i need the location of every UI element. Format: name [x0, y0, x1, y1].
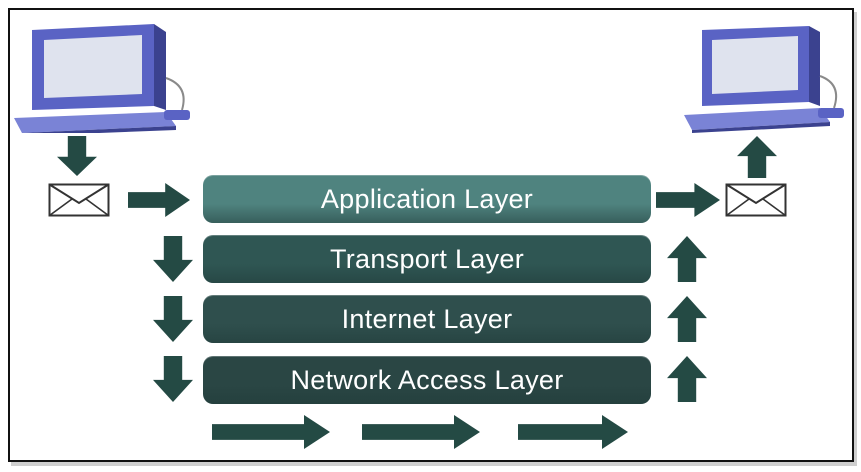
arrow-up-icon [667, 296, 707, 342]
arrow-up-icon [667, 356, 707, 402]
receiver-envelope-icon [725, 183, 787, 217]
arrow-down-icon [153, 236, 193, 282]
transport-layer-label: Transport Layer [329, 243, 525, 274]
network-access-layer-label: Network Access Layer [290, 364, 564, 395]
internet-layer-label: Internet Layer [341, 303, 513, 334]
sender-envelope-icon [48, 183, 110, 217]
sender-computer-icon [14, 24, 190, 133]
arrow-down-icon [57, 136, 97, 176]
arrow-right-icon [128, 183, 190, 217]
arrow-up-icon [737, 136, 777, 178]
arrow-right-icon [656, 183, 720, 217]
application-layer-label: Application Layer [320, 183, 534, 214]
arrow-down-icon [153, 356, 193, 402]
receiver-computer-icon [684, 26, 844, 133]
internet-layer-box: Internet Layer [203, 295, 651, 343]
transport-layer-box: Transport Layer [203, 235, 651, 283]
arrow-up-icon [667, 236, 707, 282]
arrow-right-icon [212, 415, 330, 449]
arrow-right-icon [362, 415, 480, 449]
application-layer-box: Application Layer [203, 175, 651, 223]
arrow-right-icon [518, 415, 628, 449]
arrow-down-icon [153, 296, 193, 342]
network-access-layer-box: Network Access Layer [203, 356, 651, 404]
